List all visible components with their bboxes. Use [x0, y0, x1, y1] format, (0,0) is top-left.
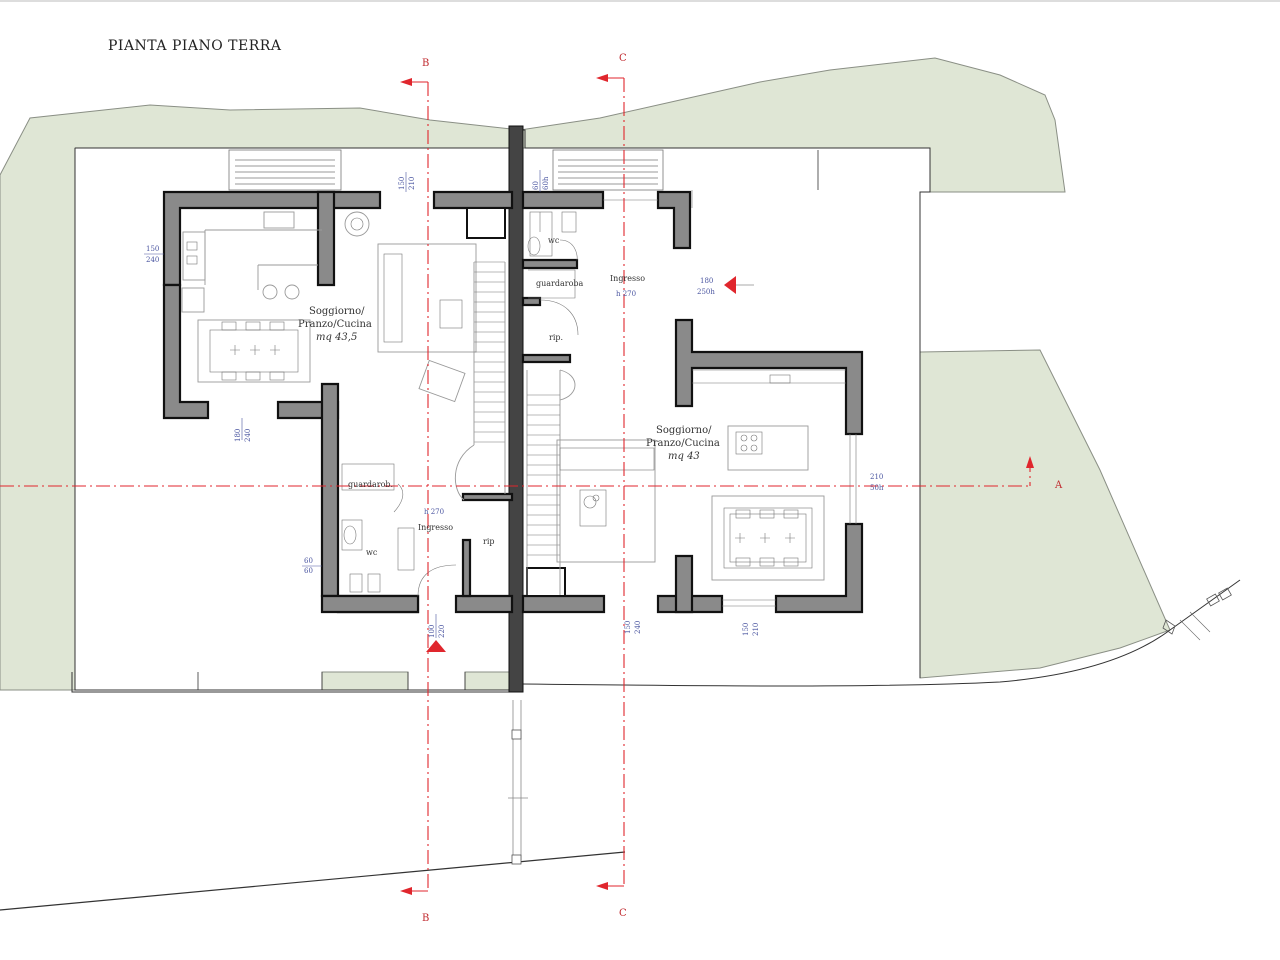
- dim-label: 210: [870, 473, 883, 481]
- dim-label: 240: [244, 429, 252, 442]
- right-furniture: [526, 190, 857, 607]
- dim-label: 150: [624, 621, 632, 634]
- dim-label: 60: [304, 557, 313, 565]
- left-furniture: [181, 211, 506, 597]
- section-label-c-bottom: C: [619, 908, 627, 919]
- site-outline: [0, 129, 1241, 911]
- left-living-label-2: Pranzo/Cucina: [298, 319, 372, 330]
- terrace-left: [228, 149, 342, 191]
- dim-label: 210: [408, 177, 416, 190]
- dim-label: 220: [438, 625, 446, 638]
- section-label-b-bottom: B: [422, 913, 429, 924]
- left-unit-walls: [162, 190, 514, 614]
- void-box-left: [466, 207, 506, 239]
- dim-label: 150: [742, 623, 750, 636]
- section-label-c-top: C: [619, 53, 627, 64]
- right-guardaroba-label: guardaroba: [536, 279, 584, 288]
- dim-label: 240: [146, 256, 159, 264]
- dim-label: 180: [700, 277, 713, 285]
- terrace-right: [552, 149, 664, 191]
- right-ingresso-label: Ingresso: [610, 274, 645, 283]
- right-living-label-2: Pranzo/Cucina: [646, 438, 720, 449]
- right-rip-label: rip.: [549, 333, 563, 342]
- entrance-arrow-left: [426, 640, 446, 652]
- dim-label: 60: [304, 567, 313, 575]
- boundary-ticks: [197, 150, 819, 690]
- left-rip-label: rip: [483, 537, 495, 546]
- garden-right: [919, 349, 1171, 679]
- dim-label: 150: [398, 177, 406, 190]
- dim-label: 50h: [870, 484, 884, 492]
- left-ingresso-height: h 270: [424, 508, 444, 516]
- dim-label: 60h: [542, 176, 550, 190]
- right-living-area: mq 43: [668, 451, 700, 462]
- dim-label: 60: [532, 181, 540, 190]
- garden-bottom: [321, 671, 513, 691]
- dim-label: 150: [146, 245, 159, 253]
- void-box-right: [526, 567, 566, 597]
- right-wc-label: wc: [548, 236, 560, 245]
- entrance-arrow-right: [724, 276, 736, 294]
- plan-title: PIANTA PIANO TERRA: [108, 38, 282, 54]
- party-wall: [508, 125, 524, 693]
- right-living-label-1: Soggiorno/: [656, 425, 712, 436]
- dim-label: 210: [752, 623, 760, 636]
- driveway-axis: [508, 700, 528, 865]
- left-living-area: mq 43,5: [316, 332, 357, 343]
- left-living-label-1: Soggiorno/: [309, 306, 365, 317]
- left-guardaroba-label: guardarob.: [348, 480, 393, 489]
- right-unit-walls: [521, 190, 864, 614]
- section-lines: [0, 74, 1034, 895]
- left-wc-label: wc: [366, 548, 378, 557]
- right-ingresso-height: h 270: [616, 290, 636, 298]
- dim-label: 240: [634, 621, 642, 634]
- dim-label: 180: [234, 429, 242, 442]
- left-ingresso-label: Ingresso: [418, 523, 453, 532]
- dim-label: 250h: [697, 288, 715, 296]
- dimension-annotations: 150 240 150 210 180 240 60 60 100 220 60…: [144, 170, 884, 638]
- dim-label: 100: [428, 625, 436, 638]
- section-label-a: A: [1054, 480, 1063, 491]
- section-label-b-top: B: [422, 58, 429, 69]
